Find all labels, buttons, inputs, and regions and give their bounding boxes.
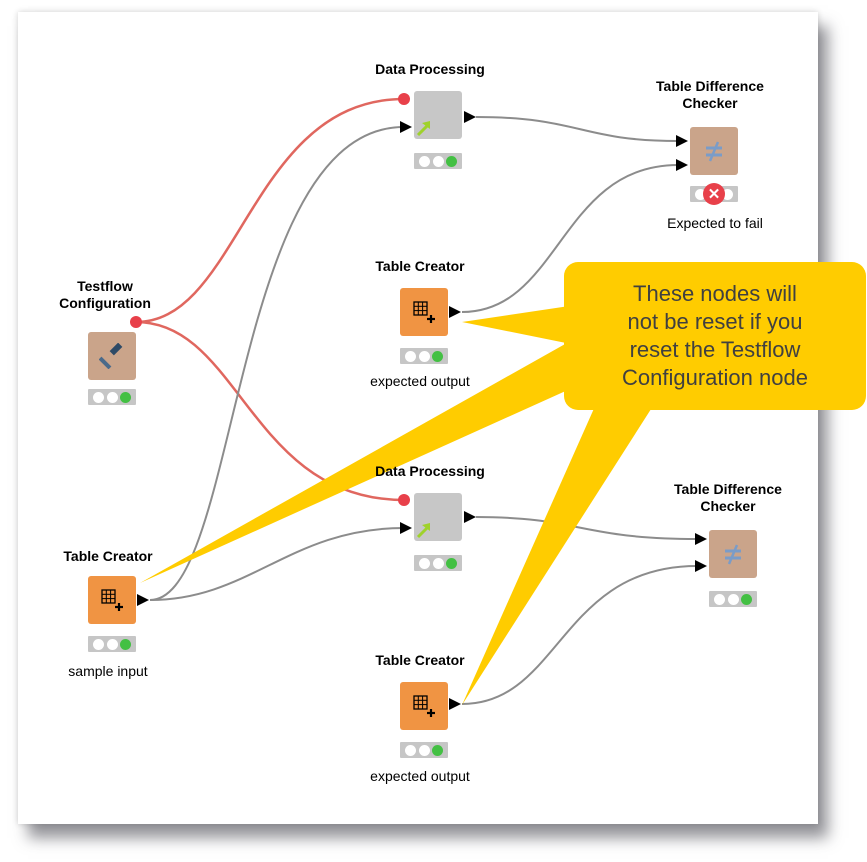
data-link[interactable] xyxy=(475,516,698,540)
testflow-configuration-node[interactable] xyxy=(88,332,136,380)
callout xyxy=(140,262,866,705)
flow-variable-port[interactable] xyxy=(398,93,410,105)
metanode-arrow-icon xyxy=(416,523,430,539)
node-caption: sample input xyxy=(68,663,148,679)
node-caption: expected output xyxy=(370,768,470,784)
node-title: Data Processing xyxy=(375,61,485,77)
node-title: Table Creator xyxy=(63,548,153,564)
node-status xyxy=(414,555,462,571)
node-status xyxy=(400,348,448,364)
output-port[interactable] xyxy=(464,511,476,523)
node-title: Table Difference Checker xyxy=(674,481,782,514)
flow-variable-port[interactable] xyxy=(398,494,410,506)
node-title: Table Creator xyxy=(375,652,465,668)
table-difference-checker-node[interactable] xyxy=(709,530,757,578)
data-link[interactable] xyxy=(149,126,405,601)
table-plus-icon xyxy=(413,301,435,323)
node-title: Table Difference Checker xyxy=(656,78,764,111)
table-difference-checker-node[interactable] xyxy=(690,127,738,175)
node-status xyxy=(88,389,136,405)
node-caption: Expected to fail xyxy=(667,215,763,231)
metanode-arrow-icon xyxy=(416,121,430,137)
table-creator-node[interactable] xyxy=(400,288,448,336)
error-icon: ✕ xyxy=(703,183,725,205)
flow-variable-port[interactable] xyxy=(130,316,142,328)
node-status xyxy=(709,591,757,607)
table-plus-icon xyxy=(413,695,435,717)
data-link[interactable] xyxy=(149,527,405,601)
hammer-icon xyxy=(99,343,123,369)
flow-variable-link[interactable] xyxy=(135,320,405,502)
not-equal-icon xyxy=(706,141,722,162)
data-processing-metanode[interactable] xyxy=(414,493,462,541)
flow-variable-link[interactable] xyxy=(135,97,405,324)
table-plus-icon xyxy=(101,589,123,611)
output-port[interactable] xyxy=(137,594,149,606)
output-port[interactable] xyxy=(449,306,461,318)
data-link[interactable] xyxy=(461,164,679,313)
input-port[interactable] xyxy=(400,121,412,133)
data-link[interactable] xyxy=(475,116,679,142)
output-port[interactable] xyxy=(464,111,476,123)
input-port[interactable] xyxy=(695,533,707,545)
table-creator-node[interactable] xyxy=(88,576,136,624)
input-port[interactable] xyxy=(400,522,412,534)
callout-text: These nodes will not be reset if you res… xyxy=(622,281,808,390)
node-title: Testflow Configuration xyxy=(59,278,151,311)
node-title: Table Creator xyxy=(375,258,465,274)
node-status xyxy=(414,153,462,169)
output-port[interactable] xyxy=(449,698,461,710)
node-status xyxy=(400,742,448,758)
not-equal-icon xyxy=(725,544,741,565)
node-title: Data Processing xyxy=(375,463,485,479)
table-creator-node[interactable] xyxy=(400,682,448,730)
node-caption: expected output xyxy=(370,373,470,389)
input-port[interactable] xyxy=(676,159,688,171)
node-status xyxy=(88,636,136,652)
input-port[interactable] xyxy=(695,560,707,572)
data-link[interactable] xyxy=(461,565,698,705)
data-processing-metanode[interactable] xyxy=(414,91,462,139)
input-port[interactable] xyxy=(676,135,688,147)
